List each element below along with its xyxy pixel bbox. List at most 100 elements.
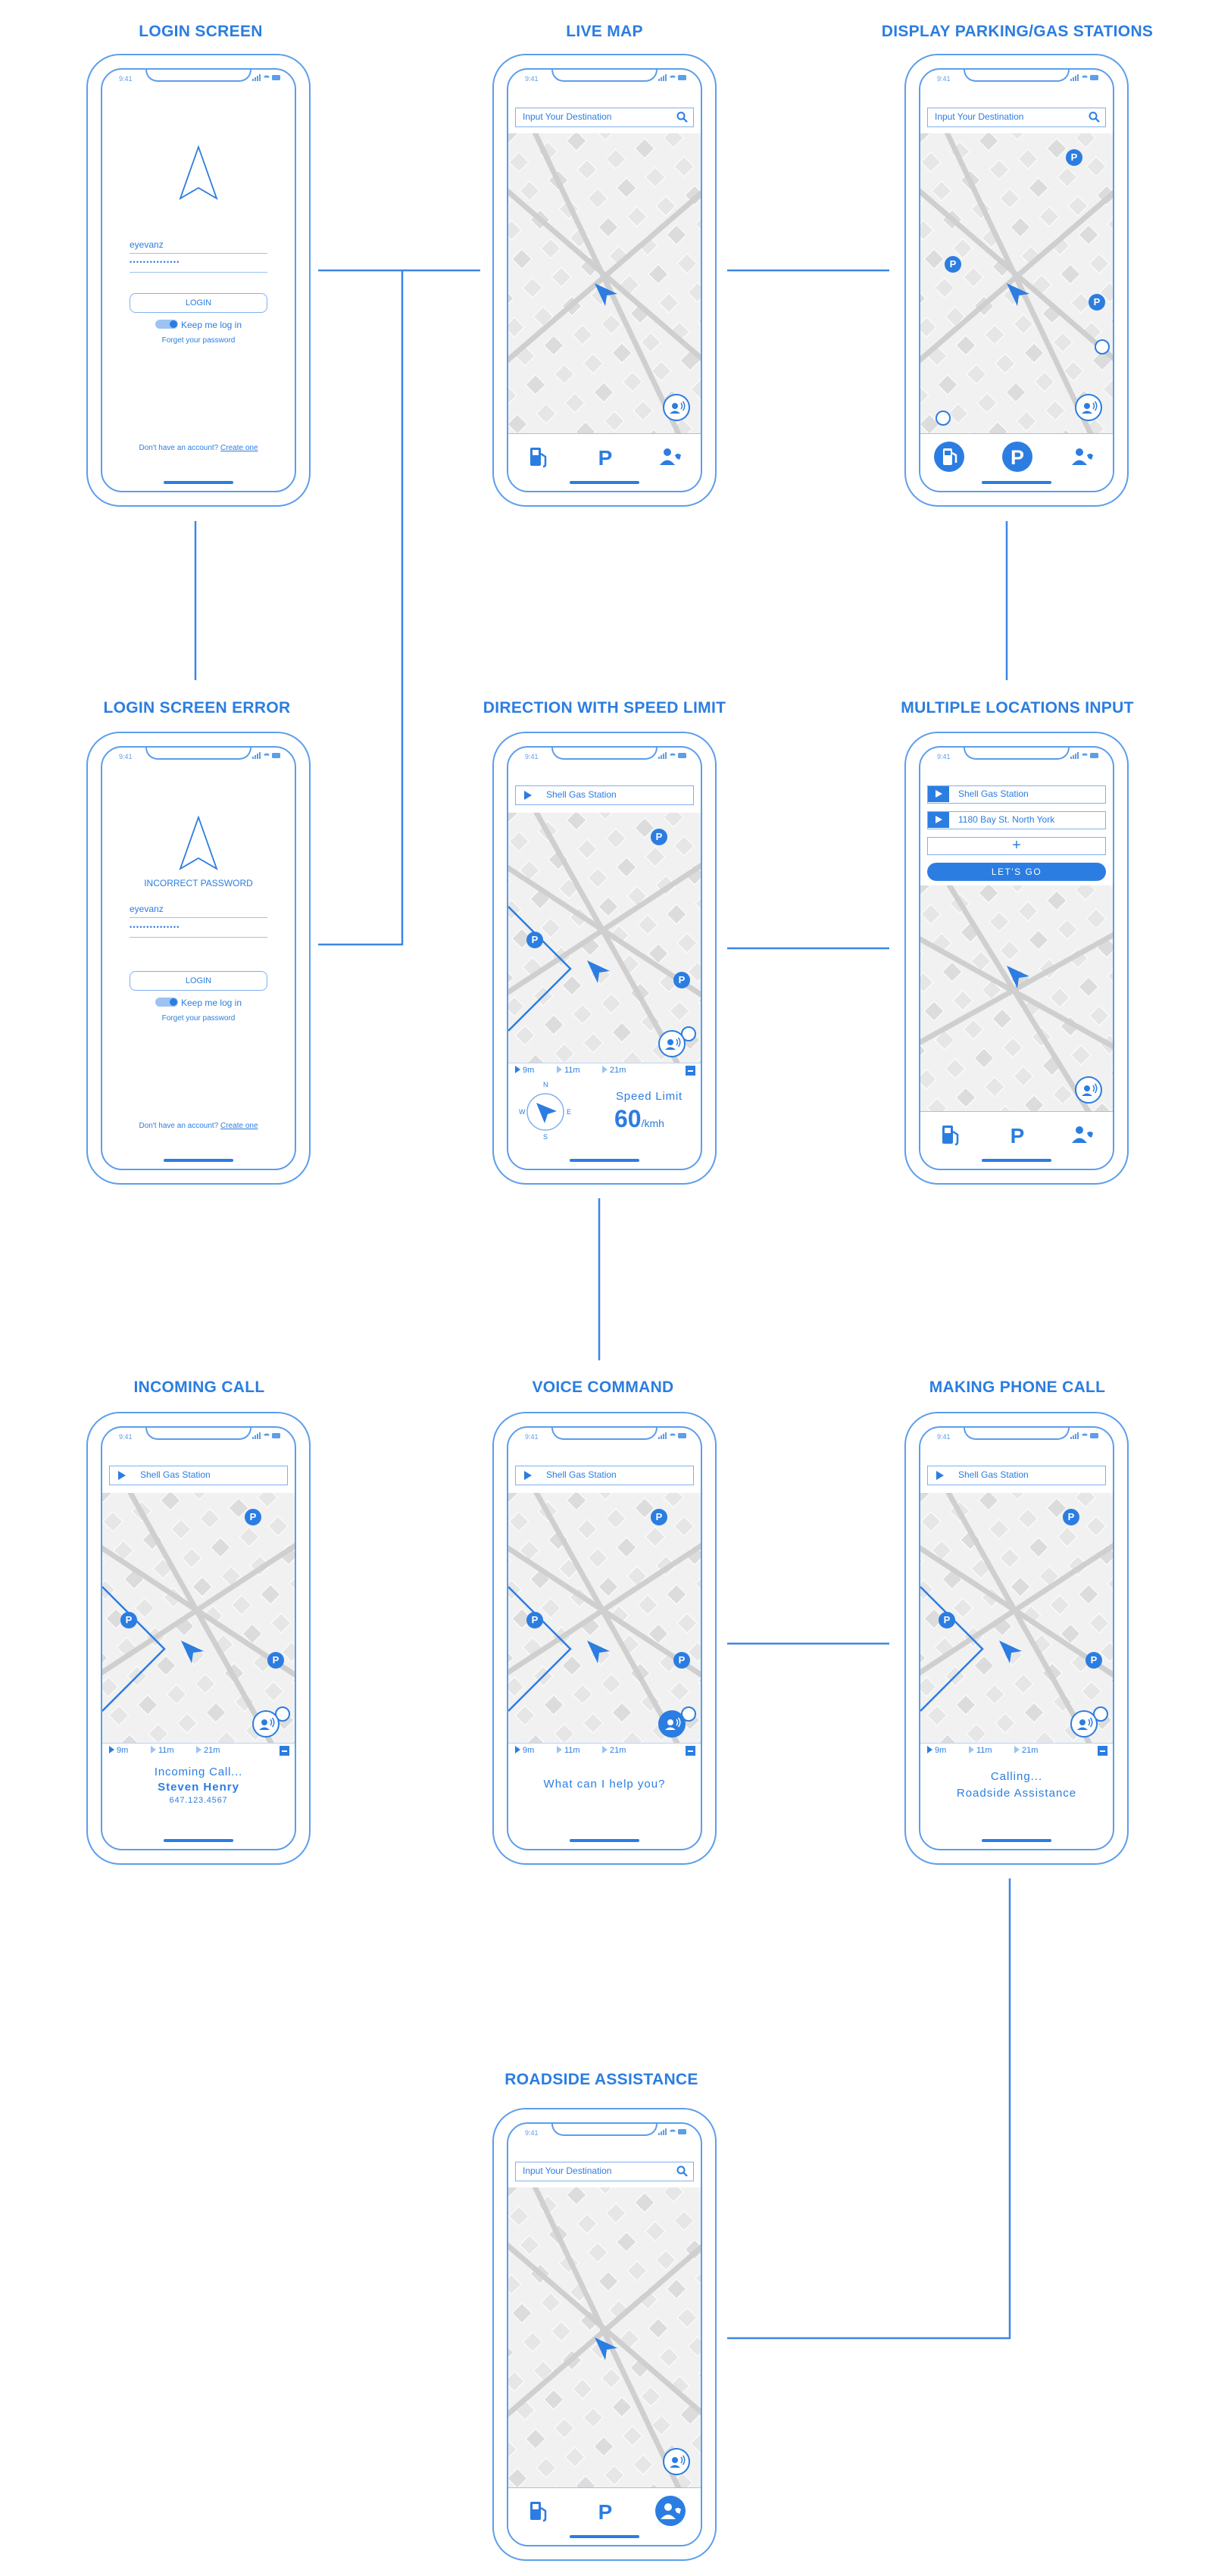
- destination-field[interactable]: Shell Gas Station: [515, 785, 694, 805]
- collapse-button[interactable]: [1098, 1746, 1107, 1756]
- eta-item[interactable]: 11m: [557, 1066, 580, 1075]
- password-field[interactable]: •••••••••••••••: [130, 923, 267, 938]
- login-button[interactable]: LOGIN: [130, 971, 267, 991]
- gas-station-pin[interactable]: [936, 411, 951, 426]
- search-icon[interactable]: [676, 2165, 688, 2177]
- gas-pump-icon[interactable]: [525, 2497, 552, 2524]
- title-making-call: MAKING PHONE CALL: [929, 1379, 1106, 1396]
- navigation-arrow-icon: [587, 960, 610, 983]
- svg-text:P: P: [1011, 446, 1024, 469]
- search-input[interactable]: Input Your Destination: [927, 108, 1106, 127]
- destination-field[interactable]: Shell Gas Station: [927, 1466, 1106, 1485]
- add-location-button[interactable]: +: [927, 837, 1106, 855]
- keep-logged-in[interactable]: Keep me log in: [102, 998, 295, 1008]
- eta-item[interactable]: 11m: [557, 1746, 580, 1755]
- parking-pin[interactable]: P: [945, 256, 961, 273]
- gas-station-pin[interactable]: [1095, 339, 1110, 354]
- roadside-assistance-icon[interactable]: [1069, 1121, 1096, 1148]
- eta-item[interactable]: 9m: [927, 1746, 946, 1755]
- parking-icon[interactable]: P: [592, 443, 619, 470]
- parking-pin[interactable]: P: [267, 1652, 284, 1669]
- screen: 9:41 Input Your Destination P: [507, 2122, 702, 2546]
- parking-pin[interactable]: P: [651, 829, 667, 845]
- collapse-button[interactable]: [686, 1066, 695, 1076]
- search-icon[interactable]: [676, 111, 688, 123]
- parking-pin[interactable]: P: [939, 1612, 955, 1628]
- map-area[interactable]: P P P: [920, 1493, 1113, 1743]
- username-field[interactable]: eyevanz: [130, 239, 267, 254]
- search-input[interactable]: Input Your Destination: [515, 2162, 694, 2181]
- parking-pin[interactable]: P: [673, 972, 690, 988]
- gas-pump-icon[interactable]: [525, 443, 552, 470]
- map-area[interactable]: [508, 2187, 701, 2487]
- map-area[interactable]: [508, 133, 701, 433]
- search-input[interactable]: Input Your Destination: [515, 108, 694, 127]
- parking-icon[interactable]: P: [1004, 1121, 1031, 1148]
- voice-button[interactable]: [1075, 394, 1102, 421]
- eta-item[interactable]: 9m: [109, 1746, 128, 1755]
- voice-button[interactable]: [663, 394, 690, 421]
- eta-item[interactable]: 21m: [196, 1746, 220, 1755]
- parking-pin[interactable]: P: [1085, 1652, 1102, 1669]
- collapse-button[interactable]: [280, 1746, 289, 1756]
- eta-item[interactable]: 11m: [151, 1746, 174, 1755]
- voice-button-active[interactable]: [658, 1710, 686, 1738]
- voice-button[interactable]: [252, 1710, 280, 1738]
- destination-field[interactable]: Shell Gas Station: [109, 1466, 288, 1485]
- forgot-password-link[interactable]: Forget your password: [161, 1014, 236, 1023]
- map-area[interactable]: P P P: [508, 1493, 701, 1743]
- parking-pin[interactable]: P: [245, 1509, 261, 1525]
- voice-button[interactable]: [658, 1030, 686, 1057]
- password-field[interactable]: •••••••••••••••: [130, 258, 267, 273]
- map-area[interactable]: P P P: [102, 1493, 295, 1743]
- lets-go-button[interactable]: LET'S GO: [927, 863, 1106, 881]
- roadside-assistance-icon[interactable]: [654, 2494, 687, 2528]
- parking-pin[interactable]: P: [1063, 1509, 1079, 1525]
- eta-item[interactable]: 21m: [602, 1066, 626, 1075]
- parking-pin[interactable]: P: [526, 932, 543, 948]
- eta-item[interactable]: 21m: [1014, 1746, 1038, 1755]
- eta-item[interactable]: 21m: [602, 1746, 626, 1755]
- keep-toggle[interactable]: [155, 998, 178, 1007]
- map-background: [508, 1493, 701, 1743]
- phone-login-error: 9:41 INCORRECT PASSWORD eyevanz ••••••••…: [86, 732, 311, 1185]
- collapse-button[interactable]: [686, 1746, 695, 1756]
- parking-pin[interactable]: P: [673, 1652, 690, 1669]
- voice-button[interactable]: [1070, 1710, 1098, 1738]
- voice-button[interactable]: [1075, 1076, 1102, 1104]
- eta-item[interactable]: 11m: [969, 1746, 992, 1755]
- parking-icon[interactable]: P: [1001, 440, 1034, 473]
- voice-button[interactable]: [663, 2448, 690, 2475]
- keep-toggle[interactable]: [155, 320, 178, 329]
- bottom-bar: P: [920, 433, 1113, 479]
- parking-pin[interactable]: P: [1089, 294, 1105, 311]
- gas-pump-icon[interactable]: [932, 440, 966, 473]
- keep-logged-in[interactable]: Keep me log in: [102, 320, 295, 330]
- parking-pin[interactable]: P: [651, 1509, 667, 1525]
- title-login-error: LOGIN SCREEN ERROR: [103, 699, 291, 717]
- parking-pin[interactable]: P: [526, 1612, 543, 1628]
- eta-row: 9m 11m 21m: [102, 1743, 295, 1759]
- parking-icon[interactable]: P: [592, 2497, 619, 2524]
- forgot-password-link[interactable]: Forget your password: [161, 336, 236, 345]
- parking-pin[interactable]: P: [1066, 149, 1082, 166]
- gas-pump-icon[interactable]: [937, 1121, 964, 1148]
- roadside-assistance-icon[interactable]: [657, 443, 684, 470]
- create-account-link[interactable]: Create one: [220, 444, 258, 452]
- map-background: [508, 2187, 701, 2487]
- username-field[interactable]: eyevanz: [130, 904, 267, 918]
- roadside-assistance-icon[interactable]: [1069, 443, 1096, 470]
- eta-item[interactable]: 9m: [515, 1066, 534, 1075]
- title-direction: DIRECTION WITH SPEED LIMIT: [483, 699, 726, 717]
- create-account-link[interactable]: Create one: [220, 1122, 258, 1130]
- map-area[interactable]: [920, 885, 1113, 1111]
- map-area[interactable]: P P P: [920, 133, 1113, 433]
- search-icon[interactable]: [1089, 111, 1100, 123]
- location-field-2[interactable]: 1180 Bay St. North York: [927, 811, 1106, 829]
- destination-field[interactable]: Shell Gas Station: [515, 1466, 694, 1485]
- login-button[interactable]: LOGIN: [130, 293, 267, 313]
- map-area[interactable]: P P P: [508, 813, 701, 1063]
- parking-pin[interactable]: P: [120, 1612, 137, 1628]
- location-field-1[interactable]: Shell Gas Station: [927, 785, 1106, 804]
- eta-item[interactable]: 9m: [515, 1746, 534, 1755]
